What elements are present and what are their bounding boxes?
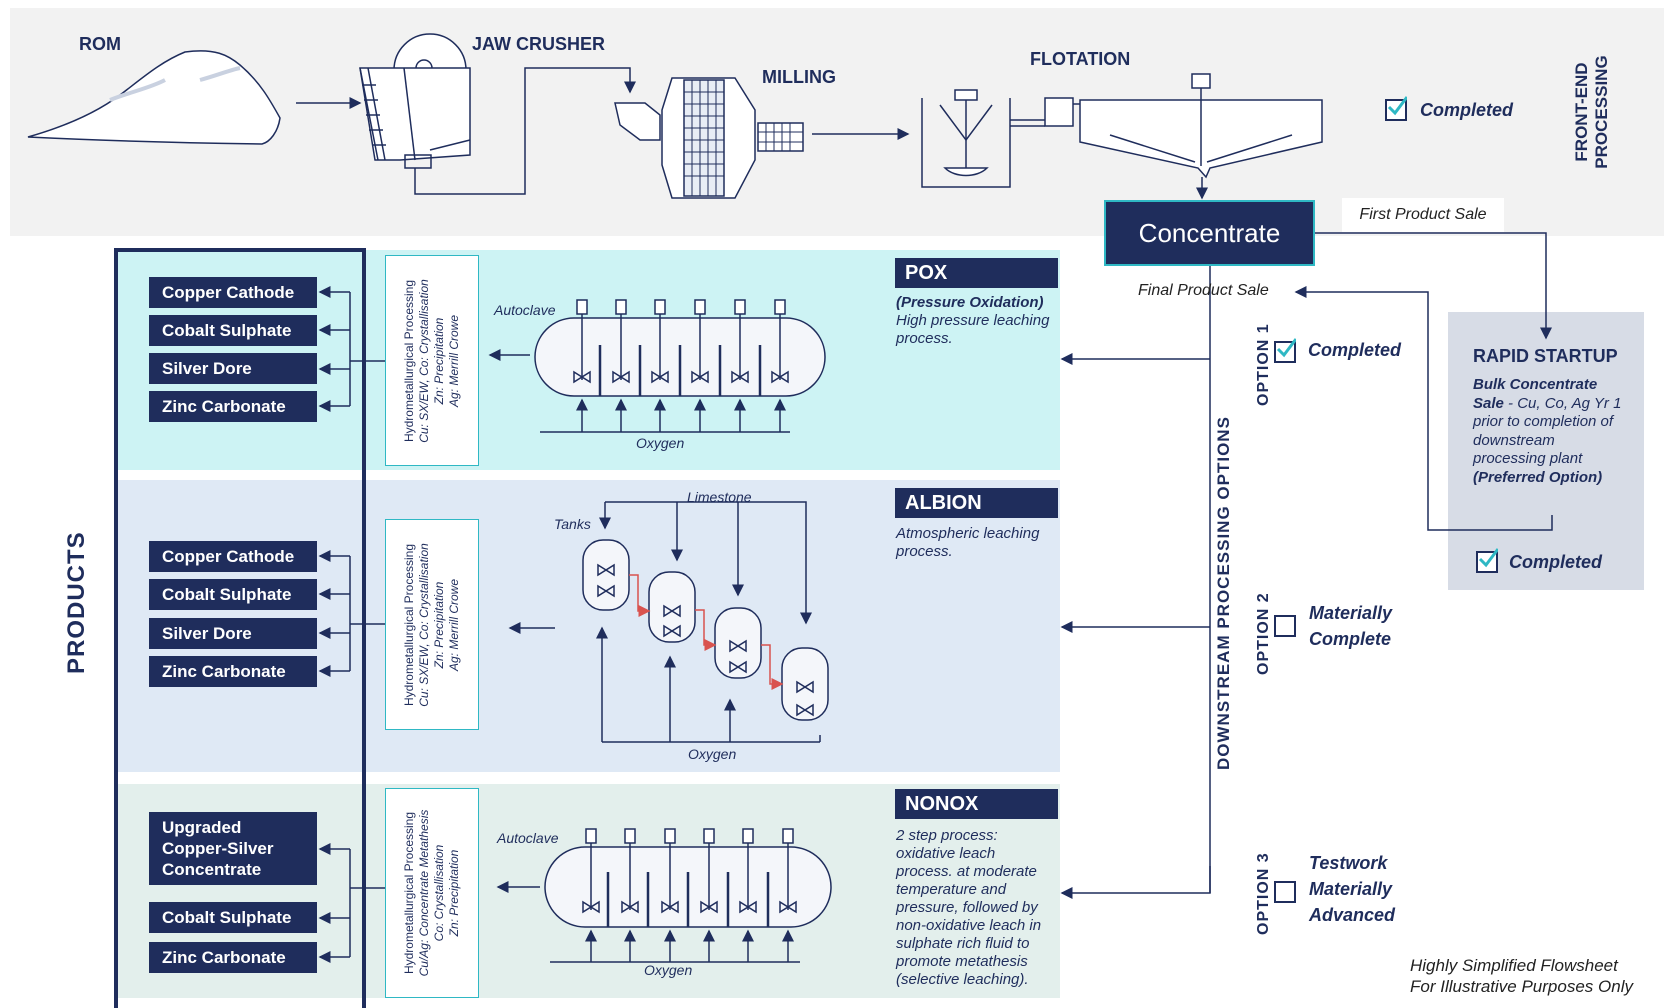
nonox-hydro-line1: Cu/Ag: Concentrate Metathesis	[417, 809, 431, 977]
albion-hydro-line1: Cu: SX/EW, Co: Crystallisation	[417, 542, 431, 707]
albion-product-cobalt-sulphate[interactable]: Cobalt Sulphate	[149, 579, 317, 610]
nonox-title: NONOX	[895, 789, 1058, 819]
albion-hydro-line2: Zn: Precipitation	[432, 581, 446, 668]
albion-tanks-icon	[582, 539, 829, 721]
albion-oxygen-label: Oxygen	[688, 746, 737, 762]
option-2-label: OPTION 2	[1255, 592, 1272, 675]
first-product-sale-label: First Product Sale	[1342, 198, 1504, 232]
option-2-status-line1: Materially	[1309, 603, 1393, 623]
footnote-line2: For Illustrative Purposes Only	[1410, 977, 1633, 996]
rapid-startup-checkbox[interactable]	[1476, 548, 1498, 573]
flotation-label: FLOTATION	[1030, 49, 1131, 69]
rapid-desc-text: - Cu, Co, Ag Yr 1 prior to completion of…	[1473, 394, 1622, 468]
option-3-status: Testwork Materially Advanced	[1309, 850, 1395, 928]
pox-product-copper-cathode[interactable]: Copper Cathode	[149, 277, 317, 308]
pox-hydro-line2: Zn: Precipitation	[432, 317, 446, 404]
nonox-oxygen-label: Oxygen	[644, 962, 693, 978]
option-1-checkbox[interactable]	[1274, 338, 1296, 363]
rom-pile-icon	[27, 50, 281, 145]
option-1-status: Completed	[1308, 340, 1402, 360]
rom-label: ROM	[79, 34, 121, 54]
albion-description: Atmospheric leaching process.	[896, 525, 1040, 560]
albion-title: ALBION	[895, 488, 1058, 518]
jaw-crusher-icon	[359, 33, 471, 169]
pox-hydro-text: Hydrometallurgical Processing Cu: SX/EW,…	[402, 279, 462, 443]
option-3-status-line3: Advanced	[1309, 905, 1396, 925]
option-2-status: Materially Complete	[1309, 600, 1392, 652]
final-product-sale-label: Final Product Sale	[1138, 282, 1269, 299]
concentrate-box: Concentrate	[1104, 200, 1315, 266]
pox-desc-bold: (Pressure Oxidation)	[896, 294, 1044, 311]
nonox-hydro-text: Hydrometallurgical Processing Cu/Ag: Con…	[402, 810, 462, 977]
albion-hydro-line3: Ag: Merrill Crowe	[447, 578, 461, 671]
nonox-product-cobalt-sulphate[interactable]: Cobalt Sulphate	[149, 902, 317, 933]
pox-desc-text: High pressure leaching process.	[896, 312, 1050, 347]
option-3-label: OPTION 3	[1255, 852, 1272, 935]
nonox-autoclave-label: Autoclave	[497, 830, 559, 846]
nonox-product-upgraded-concentrate[interactable]: Upgraded Copper-Silver Concentrate	[149, 812, 317, 885]
nonox-product-zinc-carbonate[interactable]: Zinc Carbonate	[149, 942, 317, 973]
albion-hydro-title: Hydrometallurgical Processing	[402, 543, 416, 706]
option-1-label: OPTION 1	[1255, 323, 1272, 406]
downstream-label: DOWNSTREAM PROCESSING OPTIONS	[1214, 416, 1233, 770]
footnote: Highly Simplified Flowsheet For Illustra…	[1410, 955, 1633, 997]
jaw-crusher-label: JAW CRUSHER	[472, 34, 606, 54]
nonox-hydro-line3: Zn: Precipitation	[447, 849, 461, 937]
albion-product-zinc-carbonate[interactable]: Zinc Carbonate	[149, 656, 317, 687]
pox-title: POX	[895, 258, 1058, 288]
rapid-desc-preferred: (Preferred Option)	[1473, 468, 1603, 486]
front-end-status: Completed	[1420, 100, 1514, 120]
option-3-checkbox[interactable]	[1274, 881, 1296, 903]
albion-product-copper-cathode[interactable]: Copper Cathode	[149, 541, 317, 572]
footnote-line1: Highly Simplified Flowsheet	[1410, 956, 1618, 975]
option-3-status-line2: Materially	[1309, 879, 1393, 899]
option-2-status-line2: Complete	[1309, 629, 1392, 649]
albion-tanks-label: Tanks	[554, 516, 591, 532]
nonox-hydro-title: Hydrometallurgical Processing	[402, 811, 416, 975]
rapid-desc-bold: Bulk Concentrate Sale	[1473, 376, 1598, 412]
rapid-startup-title: RAPID STARTUP	[1473, 346, 1618, 366]
nonox-hydro-box: Hydrometallurgical Processing Cu/Ag: Con…	[385, 788, 479, 998]
rapid-startup-panel	[1448, 312, 1644, 590]
pox-hydro-line1: Cu: SX/EW, Co: Crystallisation	[417, 278, 431, 443]
front-end-checkbox[interactable]	[1385, 96, 1407, 121]
nonox-autoclave-icon	[544, 828, 832, 963]
option-3-status-line1: Testwork	[1309, 853, 1388, 873]
rapid-startup-description: Bulk Concentrate Sale - Cu, Co, Ag Yr 1 …	[1473, 376, 1623, 487]
nonox-description: 2 step process: oxidative leach process.…	[896, 827, 1042, 988]
milling-label: MILLING	[762, 67, 836, 87]
products-label: PRODUCTS	[63, 531, 90, 674]
pox-autoclave-icon	[534, 299, 826, 433]
albion-hydro-box: Hydrometallurgical Processing Cu: SX/EW,…	[385, 519, 479, 730]
pox-hydro-title: Hydrometallurgical Processing	[402, 279, 416, 442]
pox-description: (Pressure Oxidation)High pressure leachi…	[896, 294, 1062, 348]
checkmark-icon	[1387, 96, 1407, 116]
checkmark-icon	[1276, 338, 1296, 358]
pox-oxygen-label: Oxygen	[636, 435, 685, 451]
front-end-section-label: FRONT-END PROCESSING	[1572, 55, 1611, 169]
albion-limestone-label: Limestone	[687, 489, 752, 505]
nonox-hydro-line2: Co: Crystallisation	[432, 844, 446, 942]
mill-icon	[614, 77, 804, 199]
products-frame	[114, 248, 366, 1008]
flotation-cell-icon	[921, 73, 1323, 188]
pox-autoclave-label: Autoclave	[494, 302, 556, 318]
pox-product-cobalt-sulphate[interactable]: Cobalt Sulphate	[149, 315, 317, 346]
option-2-checkbox[interactable]	[1274, 615, 1296, 637]
checkmark-icon	[1478, 548, 1498, 568]
albion-product-silver-dore[interactable]: Silver Dore	[149, 618, 317, 649]
rapid-startup-status: Completed	[1509, 552, 1603, 572]
pox-hydro-box: Hydrometallurgical Processing Cu: SX/EW,…	[385, 255, 479, 466]
pox-hydro-line3: Ag: Merrill Crowe	[447, 314, 461, 407]
albion-hydro-text: Hydrometallurgical Processing Cu: SX/EW,…	[402, 543, 462, 707]
pox-product-silver-dore[interactable]: Silver Dore	[149, 353, 317, 384]
pox-product-zinc-carbonate[interactable]: Zinc Carbonate	[149, 391, 317, 422]
